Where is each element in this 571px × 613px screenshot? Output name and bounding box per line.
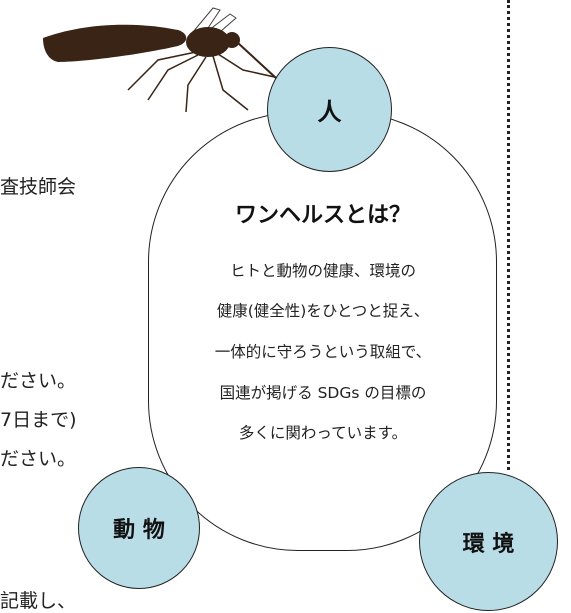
environment-circle: 環 境 <box>419 472 558 611</box>
mosquito-icon <box>43 7 289 113</box>
panel-line-2: 健康(健全性)をひとつと捉え、 <box>216 302 430 320</box>
left-fragment-2: ださい。 <box>0 370 77 392</box>
panel-line-5: 多くに関わっています。 <box>238 424 408 442</box>
panel-line-3: 一体的に守ろうという取組で、 <box>214 343 432 361</box>
panel-line-4: 国連が掲げる SDGs の目標の <box>219 384 427 402</box>
panel-line-1: ヒトと動物の健康、環境の <box>229 262 416 280</box>
left-fragment-1: 査技師会 <box>0 176 77 198</box>
one-health-panel <box>148 112 497 551</box>
left-fragment-4: ださい。 <box>0 448 77 470</box>
panel-title: ワンヘルスとは？ <box>234 203 411 228</box>
left-fragment-5: 記載し、 <box>0 590 77 612</box>
human-circle: 人 <box>267 47 392 172</box>
animal-circle: 動 物 <box>78 467 200 589</box>
dotted-divider <box>507 0 510 470</box>
left-fragment-3: 7日まで) <box>0 409 77 431</box>
